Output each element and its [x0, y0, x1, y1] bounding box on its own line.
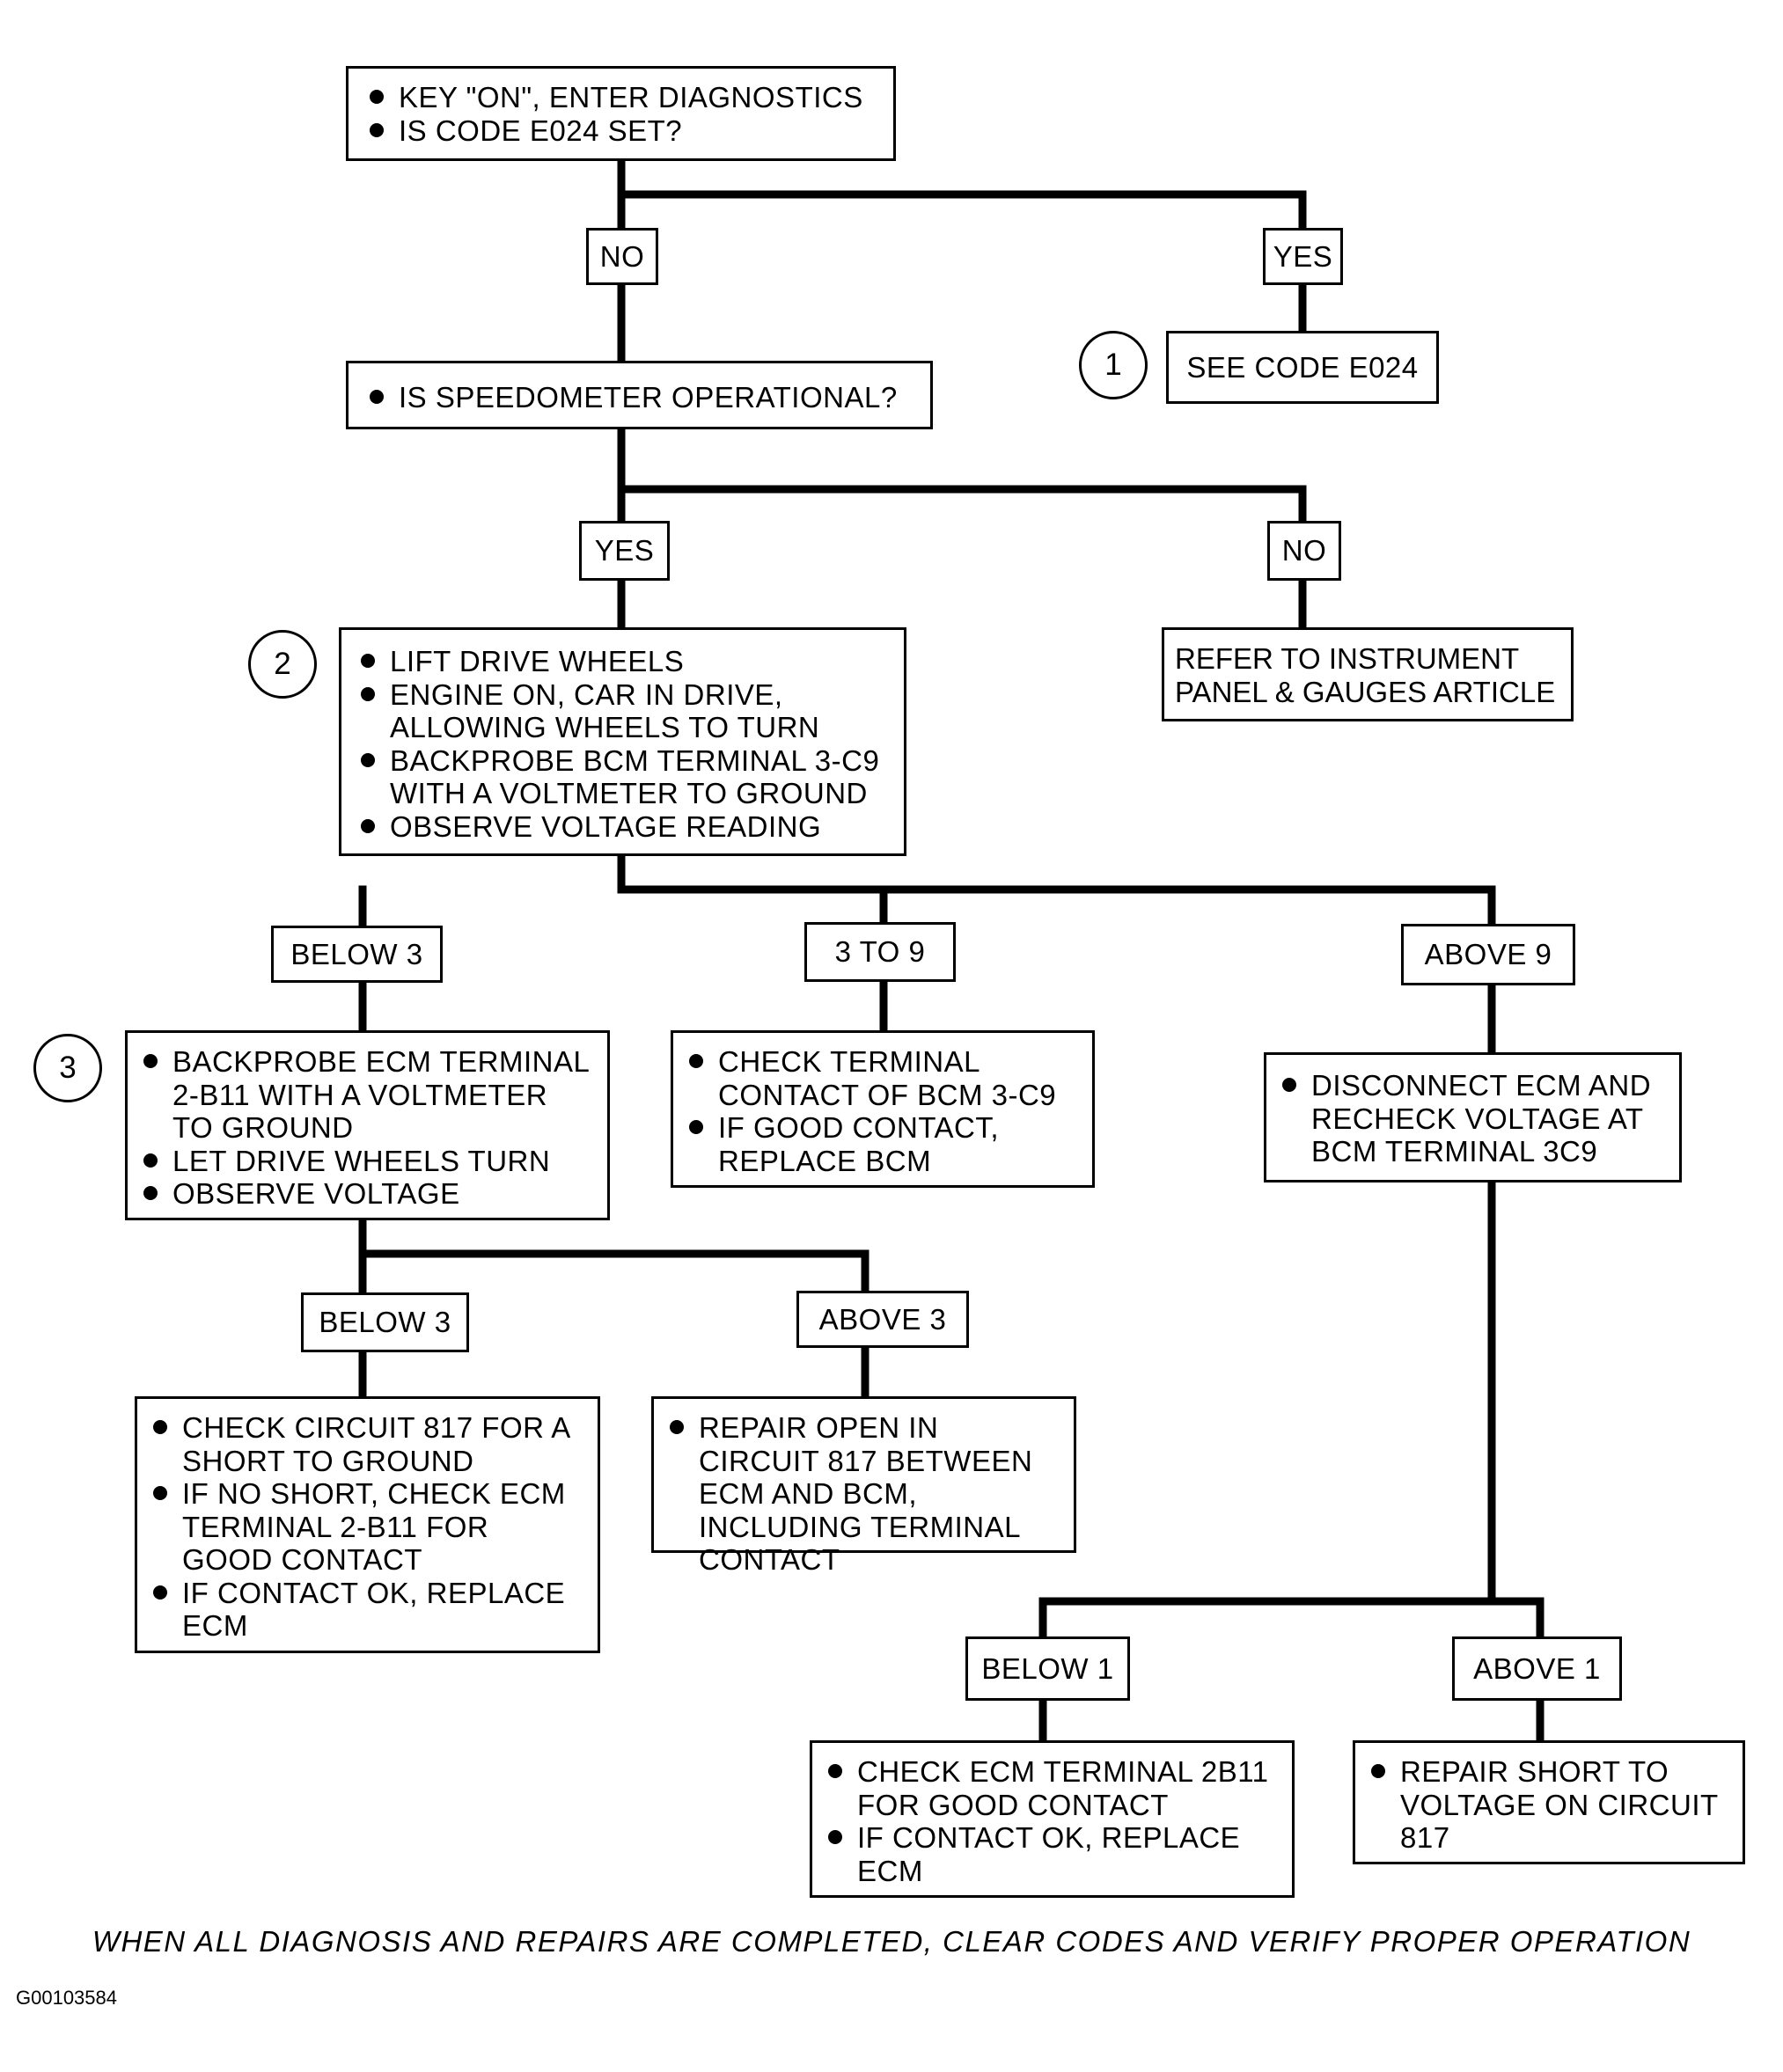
connector-step2-branch: [358, 852, 1496, 932]
check-ecm-item: CHECK ECM TERMINAL 2B11 FOR GOOD CONTACT: [825, 1755, 1280, 1821]
disconnect-item: DISCONNECT ECM AND RECHECK VOLTAGE AT BC…: [1279, 1069, 1667, 1168]
step2-item: LIFT DRIVE WHEELS: [357, 645, 888, 678]
check-circuit-item: IF CONTACT OK, REPLACE ECM: [150, 1577, 585, 1643]
start-item: IS CODE E024 SET?: [366, 114, 876, 148]
start-box: KEY "ON", ENTER DIAGNOSTICS IS CODE E024…: [346, 66, 896, 161]
refer-instrument-panel-box: REFER TO INSTRUMENT PANEL & GAUGES ARTIC…: [1162, 627, 1574, 721]
speedometer-question-box: IS SPEEDOMETER OPERATIONAL?: [346, 361, 933, 429]
footer-note: WHEN ALL DIAGNOSIS AND REPAIRS ARE COMPL…: [92, 1925, 1691, 1958]
step2-item: OBSERVE VOLTAGE READING: [357, 810, 888, 844]
see-code-e024-box: SEE CODE E024: [1166, 331, 1439, 404]
check-circuit-817-box: CHECK CIRCUIT 817 FOR A SHORT TO GROUND …: [135, 1396, 600, 1653]
repair-open-circuit-box: REPAIR OPEN IN CIRCUIT 817 BETWEEN ECM A…: [651, 1396, 1076, 1576]
step-marker-2: 2: [248, 630, 317, 699]
step3-item: OBSERVE VOLTAGE: [140, 1177, 595, 1211]
check-bcm-item: IF GOOD CONTACT, REPLACE BCM: [686, 1111, 1080, 1177]
check-ecm-item: IF CONTACT OK, REPLACE ECM: [825, 1821, 1280, 1887]
check-ecm-terminal-box: CHECK ECM TERMINAL 2B11 FOR GOOD CONTACT…: [810, 1740, 1295, 1898]
connector-speedo-branch: [617, 422, 1307, 525]
below-1-label: BELOW 1: [965, 1636, 1130, 1701]
check-circuit-item: IF NO SHORT, CHECK ECM TERMINAL 2-B11 FO…: [150, 1477, 585, 1577]
check-bcm-terminal-box: CHECK TERMINAL CONTACT OF BCM 3-C9 IF GO…: [671, 1030, 1095, 1188]
repair-open-item: REPAIR OPEN IN CIRCUIT 817 BETWEEN ECM A…: [666, 1411, 1061, 1577]
3-to-9-label: 3 TO 9: [804, 922, 956, 982]
refer-line: PANEL & GAUGES ARTICLE: [1175, 675, 1556, 708]
start-item: KEY "ON", ENTER DIAGNOSTICS: [366, 81, 876, 114]
repair-short-voltage-box: REPAIR SHORT TO VOLTAGE ON CIRCUIT 817: [1353, 1740, 1745, 1864]
below-3-label: BELOW 3: [271, 926, 443, 983]
yes-label-speedometer: YES: [579, 521, 670, 581]
figure-id: G00103584: [16, 1987, 117, 2009]
lift-drive-wheels-box: LIFT DRIVE WHEELS ENGINE ON, CAR IN DRIV…: [339, 627, 906, 856]
above-3-label: ABOVE 3: [796, 1291, 969, 1348]
step3-item: LET DRIVE WHEELS TURN: [140, 1145, 595, 1178]
connector-disconnect-branch: [1038, 1180, 1545, 1643]
connector-start-branch: [617, 158, 1307, 242]
below-3-label-ecm: BELOW 3: [301, 1292, 469, 1352]
yes-label-e024: YES: [1263, 228, 1343, 285]
backprobe-ecm-box: BACKPROBE ECM TERMINAL 2-B11 WITH A VOLT…: [125, 1030, 610, 1220]
no-label-e024: NO: [586, 228, 658, 285]
disconnect-ecm-box: DISCONNECT ECM AND RECHECK VOLTAGE AT BC…: [1264, 1052, 1682, 1182]
step-marker-1: 1: [1079, 331, 1148, 399]
repair-short-item: REPAIR SHORT TO VOLTAGE ON CIRCUIT 817: [1368, 1755, 1730, 1855]
speedometer-item: IS SPEEDOMETER OPERATIONAL?: [366, 381, 913, 414]
connector-step3-branch: [358, 1219, 869, 1300]
step-marker-3: 3: [33, 1034, 102, 1102]
check-circuit-item: CHECK CIRCUIT 817 FOR A SHORT TO GROUND: [150, 1411, 585, 1477]
above-9-label: ABOVE 9: [1401, 924, 1575, 985]
refer-line: REFER TO INSTRUMENT: [1175, 642, 1520, 675]
step2-item: BACKPROBE BCM TERMINAL 3-C9 WITH A VOLTM…: [357, 744, 888, 810]
step3-item: BACKPROBE ECM TERMINAL 2-B11 WITH A VOLT…: [140, 1045, 595, 1145]
step2-item: ENGINE ON, CAR IN DRIVE, ALLOWING WHEELS…: [357, 678, 888, 744]
above-1-label: ABOVE 1: [1452, 1636, 1622, 1701]
check-bcm-item: CHECK TERMINAL CONTACT OF BCM 3-C9: [686, 1045, 1080, 1111]
no-label-speedometer: NO: [1267, 521, 1341, 581]
